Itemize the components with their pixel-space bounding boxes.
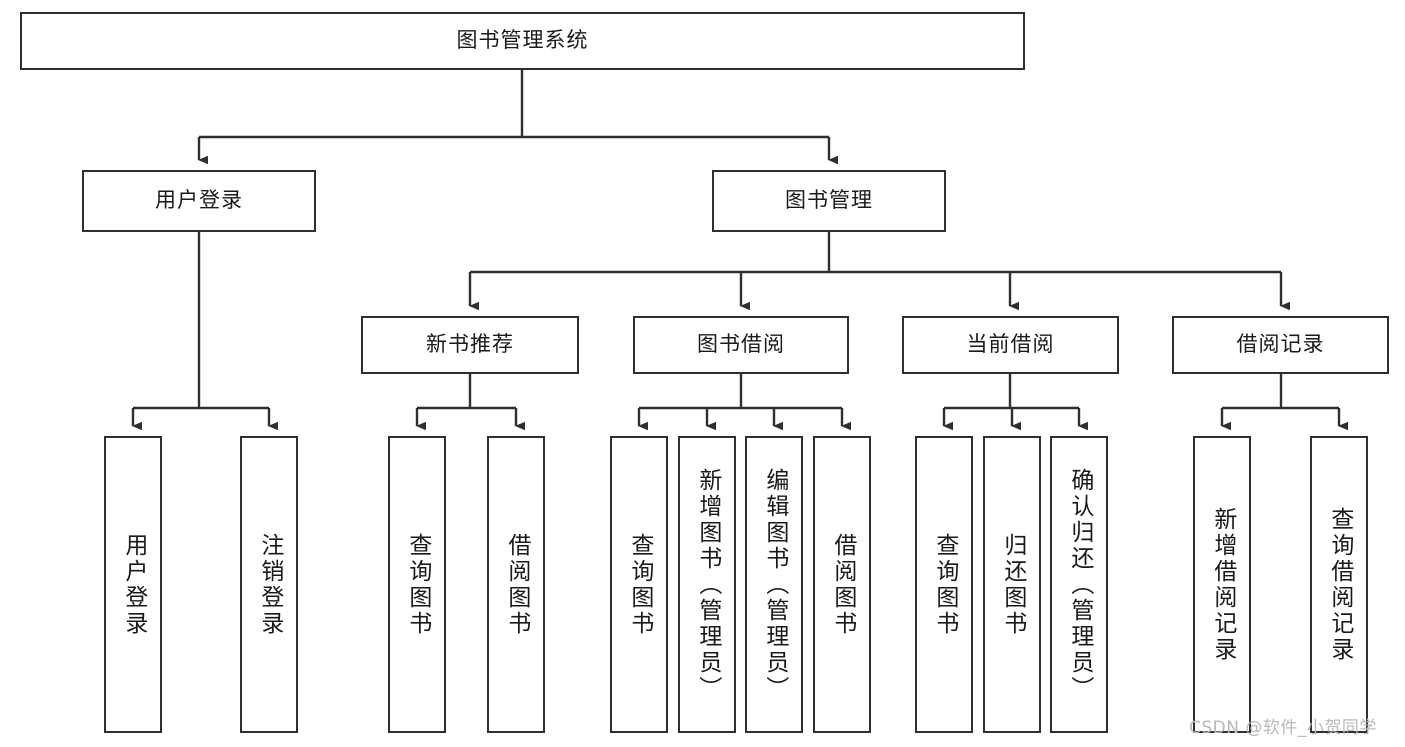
node-leaf-edit-book[interactable]: 编辑图书（管理员） [745,436,803,733]
node-new-book-rec[interactable]: 新书推荐 [361,316,579,374]
node-book-borrow-label: 图书借阅 [697,332,785,357]
watermark-label: CSDN @软件_小贺同学 [1189,718,1377,738]
node-leaf-borrow-book-2-label: 借阅图书 [829,532,856,637]
node-leaf-edit-book-label: 编辑图书（管理员） [761,467,788,702]
node-leaf-user-login[interactable]: 用户登录 [104,436,162,733]
node-root-label: 图书管理系统 [456,28,589,53]
node-current-borrow-label: 当前借阅 [966,332,1055,357]
node-leaf-return-book-label: 归还图书 [999,532,1026,637]
node-leaf-query-record[interactable]: 查询借阅记录 [1310,436,1368,733]
node-leaf-query-record-label: 查询借阅记录 [1326,506,1353,663]
node-leaf-user-logout[interactable]: 注销登录 [240,436,298,733]
node-current-borrow[interactable]: 当前借阅 [902,316,1119,374]
node-leaf-user-logout-label: 注销登录 [256,532,283,637]
node-leaf-query-book-2-label: 查询图书 [626,532,653,637]
node-book-borrow[interactable]: 图书借阅 [633,316,849,374]
node-root[interactable]: 图书管理系统 [20,12,1025,70]
node-borrow-record-label: 借阅记录 [1236,332,1325,357]
node-user-login-label: 用户登录 [155,188,243,213]
node-leaf-user-login-label: 用户登录 [120,532,147,637]
node-leaf-add-book-label: 新增图书（管理员） [694,467,721,702]
node-book-manage[interactable]: 图书管理 [712,170,946,232]
node-new-book-rec-label: 新书推荐 [426,332,514,357]
node-leaf-borrow-book-2[interactable]: 借阅图书 [813,436,871,733]
node-leaf-add-record-label: 新增借阅记录 [1209,506,1236,663]
node-leaf-query-book-3[interactable]: 查询图书 [915,436,973,733]
node-user-login[interactable]: 用户登录 [82,170,316,232]
node-leaf-query-book-3-label: 查询图书 [931,532,958,637]
node-leaf-return-book[interactable]: 归还图书 [983,436,1041,733]
node-leaf-add-book[interactable]: 新增图书（管理员） [678,436,736,733]
node-leaf-query-book-1[interactable]: 查询图书 [388,436,446,733]
node-leaf-borrow-book-1-label: 借阅图书 [503,532,530,637]
node-leaf-query-book-2[interactable]: 查询图书 [610,436,668,733]
node-leaf-borrow-book-1[interactable]: 借阅图书 [487,436,545,733]
node-leaf-add-record[interactable]: 新增借阅记录 [1193,436,1251,733]
node-borrow-record[interactable]: 借阅记录 [1172,316,1389,374]
node-leaf-confirm-return[interactable]: 确认归还（管理员） [1050,436,1108,733]
node-leaf-confirm-return-label: 确认归还（管理员） [1066,467,1093,702]
node-book-manage-label: 图书管理 [785,188,873,213]
node-leaf-query-book-1-label: 查询图书 [404,532,431,637]
